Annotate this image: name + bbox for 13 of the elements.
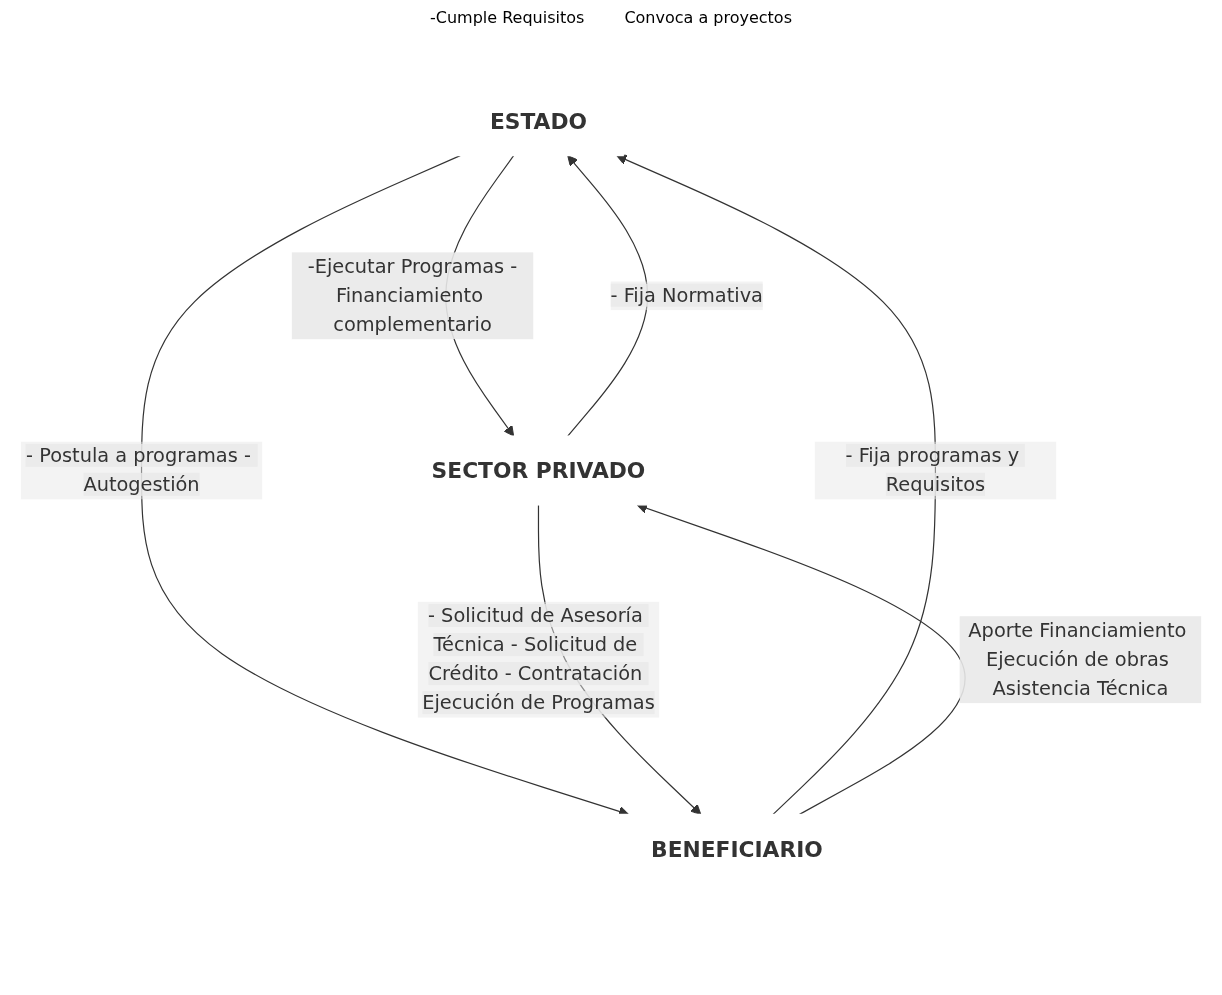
edge-label: - Postula a programas - Autogestión <box>26 443 251 496</box>
note-text: -Cumple Requisitos <box>430 8 585 27</box>
node-text: SECTOR PRIVADO <box>431 457 646 484</box>
edge-label: - Fija programas y Requisitos <box>845 443 1020 496</box>
node-text: BENEFICIARIO <box>651 836 823 862</box>
arrow <box>567 155 649 437</box>
edge-label: - Solicitud de Asesoría Técnica - Solicitud de Crédito - Contratación Ejecución de Programas <box>422 604 655 715</box>
arrow <box>616 154 937 815</box>
node-text: ESTADO <box>489 108 588 134</box>
edge-label: -Ejecutar Programas -Financiamiento complementario <box>307 254 518 336</box>
edge-label: Aporte Financiamiento Ejecución de obras Asistencia Técnica <box>968 618 1187 700</box>
note-text: Convoca a proyectos <box>624 8 792 27</box>
edge-label: - Fija Normativa <box>610 283 763 307</box>
